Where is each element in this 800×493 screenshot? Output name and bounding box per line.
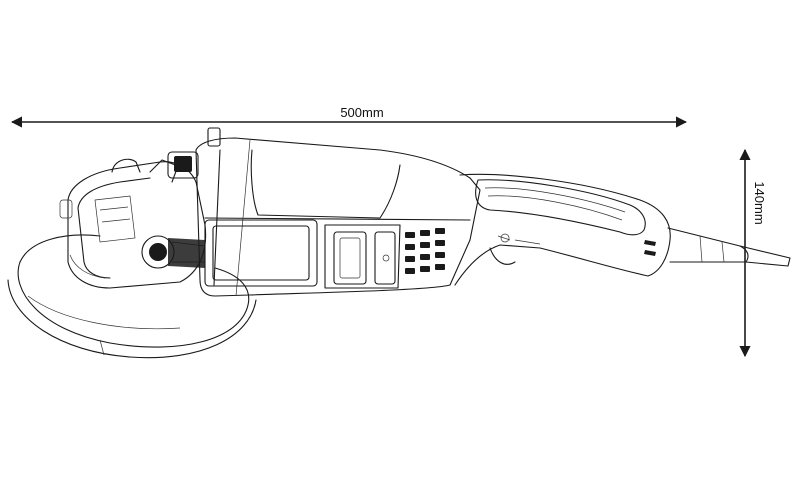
height-dimension: 140mm xyxy=(739,148,767,358)
motor-housing xyxy=(195,137,481,297)
length-label: 500mm xyxy=(340,105,383,120)
rear-handle xyxy=(454,173,671,286)
housing-panels xyxy=(204,219,401,289)
grinding-disc xyxy=(7,234,257,359)
angle-grinder-illustration xyxy=(7,127,791,359)
power-cord xyxy=(667,227,791,267)
air-vents xyxy=(405,228,445,274)
length-dimension: 500mm xyxy=(10,105,688,128)
side-handle-mount xyxy=(141,235,206,269)
height-label: 140mm xyxy=(752,181,767,224)
gear-head xyxy=(59,158,207,289)
spindle-lock-button xyxy=(167,127,221,179)
